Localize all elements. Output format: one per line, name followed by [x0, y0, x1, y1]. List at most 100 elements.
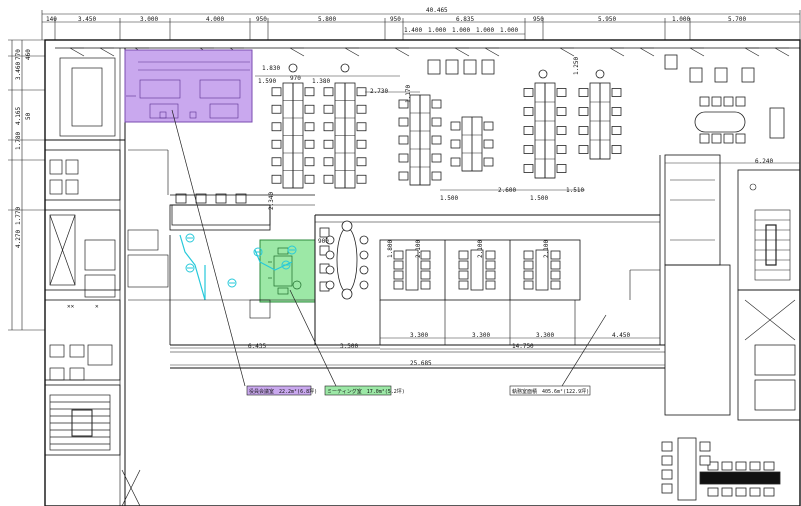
dim-interior: 3.300	[472, 332, 490, 339]
dim-top-segment: 950	[533, 16, 544, 23]
desk-chair	[356, 157, 367, 167]
executive-room-furniture	[126, 61, 250, 119]
desk-chair	[450, 121, 461, 131]
desk-chair	[523, 88, 534, 97]
dim-interior: 6.240	[755, 158, 773, 165]
dim-left-segment: 1.770	[15, 207, 22, 225]
room-chair	[458, 270, 469, 280]
dim-interior: 4.450	[612, 332, 630, 339]
dim-interior: 1.500	[440, 195, 458, 202]
callout-purple-label: 役員会議室 22.2m²(6.8坪)	[249, 388, 317, 395]
room-chair	[485, 260, 496, 270]
workstation-desks	[171, 59, 622, 292]
window-sash	[609, 47, 625, 57]
dim-top-sub: 1.000	[500, 27, 518, 34]
dim-interior: 1.830	[262, 65, 280, 72]
dim-top-segment: 4.000	[206, 16, 224, 23]
window-sash	[559, 47, 575, 57]
dim-interior: 14.750	[512, 343, 534, 350]
dim-top-segment: 5.950	[598, 16, 616, 23]
desk-chair	[523, 107, 534, 116]
window-marks	[69, 47, 790, 57]
desk-end-chair	[288, 63, 298, 73]
desk-chair	[398, 153, 409, 163]
desk-chair	[304, 87, 315, 97]
desk-chair	[304, 139, 315, 149]
desk-chair	[304, 174, 315, 184]
room-chair	[550, 250, 561, 260]
sensor-marker	[281, 260, 291, 270]
callout-green-label: ミーティング室 17.0m²(5.2坪)	[327, 388, 405, 395]
desk-chair	[356, 122, 367, 132]
dim-interior: 2.600	[498, 187, 516, 194]
desk-chair	[611, 88, 622, 97]
dim-top-segment: 140	[46, 16, 57, 23]
window-chair	[427, 59, 441, 75]
desk-end-chair	[538, 69, 548, 79]
room-table	[470, 249, 484, 291]
desk-chair	[323, 87, 334, 97]
callout-workspace-box	[509, 385, 591, 396]
callout-leader-lines	[171, 109, 607, 387]
dim-interior: 3.300	[536, 332, 554, 339]
desk-chair	[523, 126, 534, 135]
executive-meeting-room[interactable]	[124, 49, 253, 123]
interior-partitions	[127, 149, 661, 345]
desk-chair	[356, 139, 367, 149]
dim-interior: 1.170	[405, 85, 412, 103]
dim-left-segment: 1.780	[15, 132, 22, 150]
top-right-lounge-set	[664, 54, 785, 144]
meeting-room[interactable]	[259, 239, 316, 303]
room-chair	[523, 270, 534, 280]
desk-chair	[431, 117, 442, 127]
dim-interior: 3.300	[410, 332, 428, 339]
room-chair	[393, 270, 404, 280]
room-table	[405, 249, 419, 291]
desk-chair	[483, 157, 494, 167]
dim-interior: 1.510	[566, 187, 584, 194]
window-chair	[481, 59, 495, 75]
room-table	[535, 249, 549, 291]
desk-chair	[450, 139, 461, 149]
room-chair	[420, 250, 431, 260]
desk-chair	[271, 104, 282, 114]
desk-chair	[323, 157, 334, 167]
window-sash	[774, 47, 790, 57]
dim-top-segment: 3.000	[140, 16, 158, 23]
desk-chair	[323, 122, 334, 132]
desk-end-chair	[340, 63, 350, 73]
dim-top-segment: 950	[256, 16, 267, 23]
dim-left-segment: 3.460	[15, 62, 22, 80]
room-chair	[550, 270, 561, 280]
window-chair	[463, 59, 477, 75]
dim-top-segment: 5.700	[728, 16, 746, 23]
room-chair	[458, 280, 469, 290]
desk-chair	[356, 104, 367, 114]
dim-interior: 900	[318, 238, 329, 245]
dim-interior: 2.100	[543, 240, 550, 258]
room-chair	[393, 280, 404, 290]
dim-top-segment: 6.835	[456, 16, 474, 23]
dim-interior: 970	[290, 75, 301, 82]
desk-chair	[578, 107, 589, 116]
dim-interior: 1.250	[573, 57, 580, 75]
desk-chair	[578, 88, 589, 97]
desk-chair	[323, 174, 334, 184]
desk-chair	[431, 153, 442, 163]
front-desk-chair	[195, 193, 207, 204]
desk-chair	[431, 135, 442, 145]
dim-interior: 25.685	[410, 360, 432, 367]
sensor-marker	[185, 263, 195, 273]
desk-chair	[271, 174, 282, 184]
right-core-stair	[670, 179, 796, 341]
dim-top-sub: 1.400	[404, 27, 422, 34]
room-chair	[523, 260, 534, 270]
front-desk-chair	[215, 193, 227, 204]
top-dimension-lines	[41, 10, 801, 40]
sensor-marker	[185, 233, 195, 243]
front-desk-chair	[235, 193, 247, 204]
desk-chair	[271, 157, 282, 167]
desk-chair	[523, 145, 534, 154]
desk-chair	[398, 99, 409, 109]
